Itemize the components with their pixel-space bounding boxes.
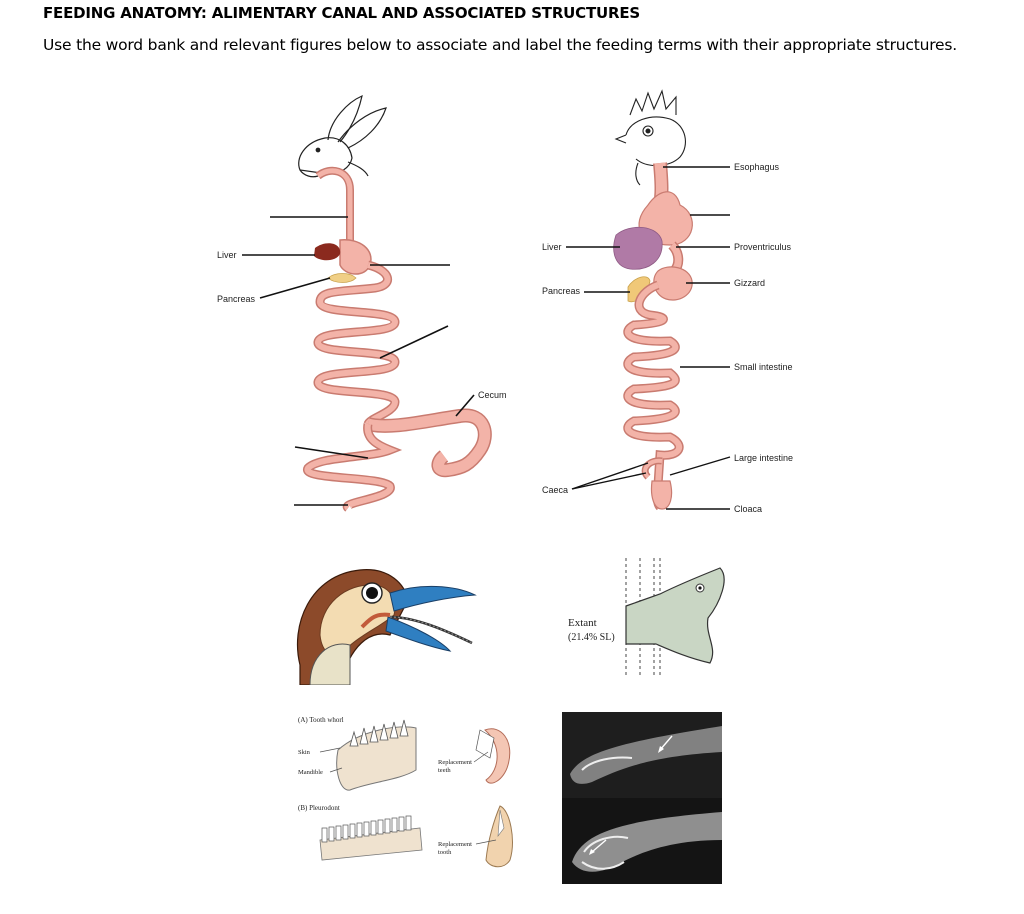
rabbit-leader-lines (242, 216, 475, 506)
replacement-tooth-label-1: Replacement (438, 841, 472, 848)
rabbit-digestive-figure: Liver Pancreas Cecum (217, 94, 507, 513)
xray-arrow-bottom (591, 839, 607, 853)
bird-lower-beak (385, 616, 452, 652)
rabbit-liver-label: Liver (217, 250, 237, 260)
rabbit-pancreas-label: Pancreas (217, 294, 256, 304)
teeth-figure: (A) Tooth whorl Skin Mandible Replacemen… (298, 716, 513, 868)
chicken-caeca-label: Caeca (542, 485, 568, 495)
replacement-tooth-label-2: tooth (438, 849, 452, 856)
bird-hyoid (360, 612, 391, 629)
tooth-whorl-teeth (349, 719, 409, 747)
chicken-gizzard-label: Gizzard (734, 278, 765, 288)
chicken-digestive-figure: Esophagus Liver Proventriculus Pancreas … (542, 89, 793, 514)
rabbit-pancreas (327, 273, 357, 283)
rabbit-cecum-label: Cecum (478, 390, 507, 400)
fish-label-line2: (21.4% SL) (568, 632, 615, 643)
bird-tongue-figure (296, 569, 477, 685)
rabbit-head-drawing (298, 94, 387, 178)
chicken-small-intestine-label: Small intestine (734, 362, 793, 372)
replacement-teeth-label-2: teeth (438, 767, 451, 774)
chicken-liver-label: Liver (542, 242, 562, 252)
xray-eel-bottom (572, 812, 722, 872)
eel-xray-figure (562, 712, 722, 884)
instructions-text: Use the word bank and relevant figures b… (43, 36, 957, 54)
bird-neck (309, 643, 351, 685)
replacement-tooth-section (485, 805, 513, 868)
teeth-panel-a-label: (A) Tooth whorl (298, 716, 344, 724)
chicken-leader-lines (566, 166, 731, 510)
chicken-pancreas (627, 276, 651, 303)
chicken-head-drawing (614, 89, 686, 186)
rabbit-stomach (339, 239, 372, 275)
page-title: FEEDING ANATOMY: ALIMENTARY CANAL AND AS… (43, 4, 640, 22)
chicken-liver (613, 227, 663, 270)
chicken-cloaca (650, 480, 673, 510)
xray-eel-top (570, 726, 722, 784)
chicken-esophagus-label: Esophagus (734, 162, 780, 172)
teeth-skin-label: Skin (298, 749, 311, 756)
bird-upper-beak (389, 586, 477, 612)
teeth-mandible-label: Mandible (298, 769, 323, 776)
fish-skull (625, 567, 725, 664)
pleurodont-teeth (321, 815, 412, 843)
chicken-cloaca-label: Cloaca (734, 504, 762, 514)
replacement-teeth-label-1: Replacement (438, 759, 472, 766)
replacement-teeth-whorl (484, 728, 511, 784)
rabbit-liver (314, 243, 341, 261)
fish-label-line1: Extant (568, 617, 597, 629)
fish-dashed-lines (625, 558, 661, 676)
rabbit-esophagus (315, 166, 354, 245)
chicken-large-intestine-label: Large intestine (734, 453, 793, 463)
teeth-panel-b-label: (B) Pleurodont (298, 804, 340, 812)
fish-jaw-figure: Extant (21.4% SL) (568, 558, 725, 676)
chicken-proventriculus-label: Proventriculus (734, 242, 792, 252)
chicken-pancreas-label: Pancreas (542, 286, 581, 296)
